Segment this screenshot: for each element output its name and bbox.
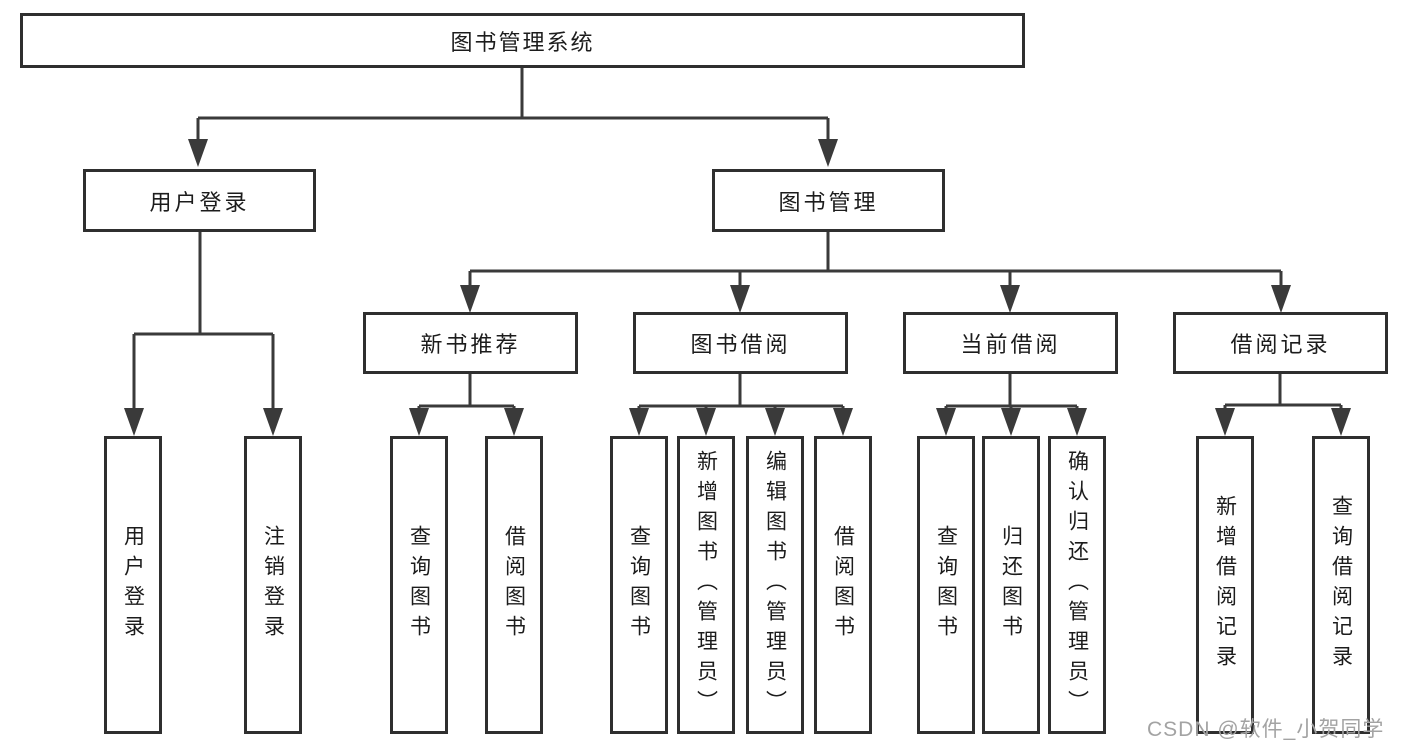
leaf-edit-book-admin: 编辑图书（管理员） [746, 436, 804, 734]
leaf-user-login-label: 用户登录 [121, 525, 145, 645]
leaf-add-borrow-record: 新增借阅记录 [1196, 436, 1254, 734]
leaf-borrow-books-recommend: 借阅图书 [485, 436, 543, 734]
node-book-management: 图书管理 [712, 169, 945, 232]
leaf-return-books: 归还图书 [982, 436, 1040, 734]
node-library-system: 图书管理系统 [20, 13, 1025, 68]
leaf-logout: 注销登录 [244, 436, 302, 734]
leaf-add-book-admin-label: 新增图书（管理员） [694, 450, 718, 720]
node-borrowing-records: 借阅记录 [1173, 312, 1388, 374]
leaf-borrow-books-recommend-label: 借阅图书 [502, 525, 526, 645]
leaf-query-books-recommend-label: 查询图书 [407, 525, 431, 645]
leaf-query-borrow-record: 查询借阅记录 [1312, 436, 1370, 734]
leaf-user-login: 用户登录 [104, 436, 162, 734]
arrowheads [124, 139, 1351, 436]
leaf-query-books-current: 查询图书 [917, 436, 975, 734]
leaf-return-books-label: 归还图书 [999, 525, 1023, 645]
leaf-query-books-recommend: 查询图书 [390, 436, 448, 734]
leaf-query-borrow-record-label: 查询借阅记录 [1329, 495, 1353, 675]
leaf-confirm-return-admin: 确认归还（管理员） [1048, 436, 1106, 734]
leaf-query-books-borrowing-label: 查询图书 [627, 525, 651, 645]
leaf-borrow-books-borrowing: 借阅图书 [814, 436, 872, 734]
leaf-edit-book-admin-label: 编辑图书（管理员） [763, 450, 787, 720]
leaf-add-book-admin: 新增图书（管理员） [677, 436, 735, 734]
leaf-confirm-return-admin-label: 确认归还（管理员） [1065, 450, 1089, 720]
leaf-query-books-borrowing: 查询图书 [610, 436, 668, 734]
csdn-watermark: CSDN @软件_小贺同学 [1147, 718, 1385, 741]
leaf-borrow-books-borrowing-label: 借阅图书 [831, 525, 855, 645]
leaf-query-books-current-label: 查询图书 [934, 525, 958, 645]
node-book-borrowing: 图书借阅 [633, 312, 848, 374]
node-new-book-recommend: 新书推荐 [363, 312, 578, 374]
leaf-logout-label: 注销登录 [261, 525, 285, 645]
leaf-add-borrow-record-label: 新增借阅记录 [1213, 495, 1237, 675]
node-user-login: 用户登录 [83, 169, 316, 232]
node-current-borrowing: 当前借阅 [903, 312, 1118, 374]
